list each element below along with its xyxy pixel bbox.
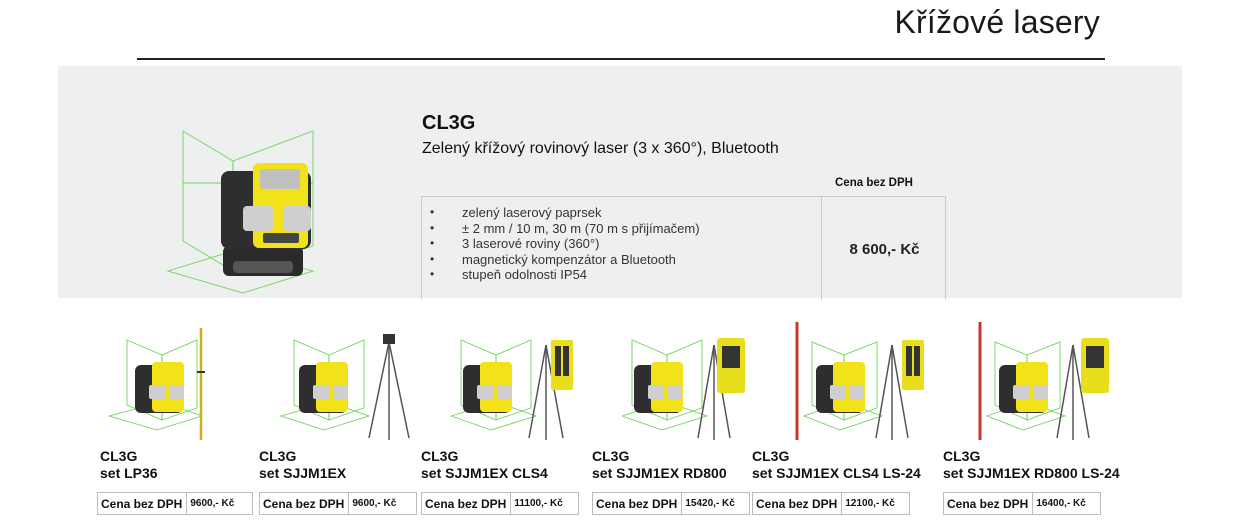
set-price-value: 15420,- Kč <box>685 498 735 509</box>
set-price-value: 16400,- Kč <box>1036 498 1086 509</box>
set-image <box>451 339 573 440</box>
price-header: Cena bez DPH <box>835 177 913 189</box>
feature-item: 3 laserové roviny (360°) <box>422 236 821 252</box>
set-code: CL3G <box>943 448 981 464</box>
set-name: set SJJM1EX RD800 <box>592 465 727 481</box>
set-image <box>978 322 1109 440</box>
title-divider <box>137 58 1105 60</box>
feature-list: zelený laserový paprsek ± 2 mm / 10 m, 3… <box>422 197 822 300</box>
set-price-label: Cena bez DPH <box>422 493 512 514</box>
feature-item: ± 2 mm / 10 m, 30 m (70 m s přijímačem) <box>422 221 821 237</box>
spec-table: zelený laserový paprsek ± 2 mm / 10 m, 3… <box>421 196 946 300</box>
set-price-box: Cena bez DPH 15420,- Kč <box>592 492 750 515</box>
set-name: set LP36 <box>100 465 158 481</box>
set-price-label: Cena bez DPH <box>753 493 843 514</box>
laser-product-image <box>166 130 315 294</box>
set-price-box: Cena bez DPH 11100,- Kč <box>421 492 579 515</box>
set-name: set SJJM1EX RD800 LS-24 <box>943 465 1120 481</box>
product-code: CL3G <box>422 112 476 134</box>
set-price-box: Cena bez DPH 9600,- Kč <box>259 492 417 515</box>
set-name: set SJJM1EX CLS4 <box>421 465 548 481</box>
feature-item: zelený laserový paprsek <box>422 205 821 221</box>
feature-item: stupeň odolnosti IP54 <box>422 267 821 283</box>
set-name: set SJJM1EX CLS4 LS-24 <box>752 465 921 481</box>
set-price-label: Cena bez DPH <box>593 493 683 514</box>
set-image <box>795 322 924 440</box>
page-title: Křížové lasery <box>894 4 1100 40</box>
set-price-label: Cena bez DPH <box>98 493 188 514</box>
product-price: 8 600,- Kč <box>849 241 920 258</box>
set-code: CL3G <box>100 448 138 464</box>
set-image <box>107 328 205 440</box>
set-price-value: 12100,- Kč <box>845 498 895 509</box>
set-price-label: Cena bez DPH <box>944 493 1034 514</box>
set-image <box>622 338 745 440</box>
set-price-value: 9600,- Kč <box>190 498 235 509</box>
feature-item: magnetický kompenzátor a Bluetooth <box>422 252 821 268</box>
set-code: CL3G <box>421 448 459 464</box>
set-price-box: Cena bez DPH 12100,- Kč <box>752 492 910 515</box>
set-code: CL3G <box>259 448 297 464</box>
set-code: CL3G <box>592 448 630 464</box>
product-description: Zelený křížový rovinový laser (3 x 360°)… <box>422 140 779 157</box>
set-price-label: Cena bez DPH <box>260 493 350 514</box>
set-price-value: 9600,- Kč <box>352 498 397 509</box>
set-price-box: Cena bez DPH 16400,- Kč <box>943 492 1101 515</box>
set-name: set SJJM1EX <box>259 465 347 481</box>
set-price-value: 11100,- Kč <box>514 498 563 509</box>
set-code: CL3G <box>752 448 790 464</box>
set-image <box>279 334 410 440</box>
product-hero: CL3G Zelený křížový rovinový laser (3 x … <box>58 66 1182 300</box>
set-price-box: Cena bez DPH 9600,- Kč <box>97 492 253 515</box>
